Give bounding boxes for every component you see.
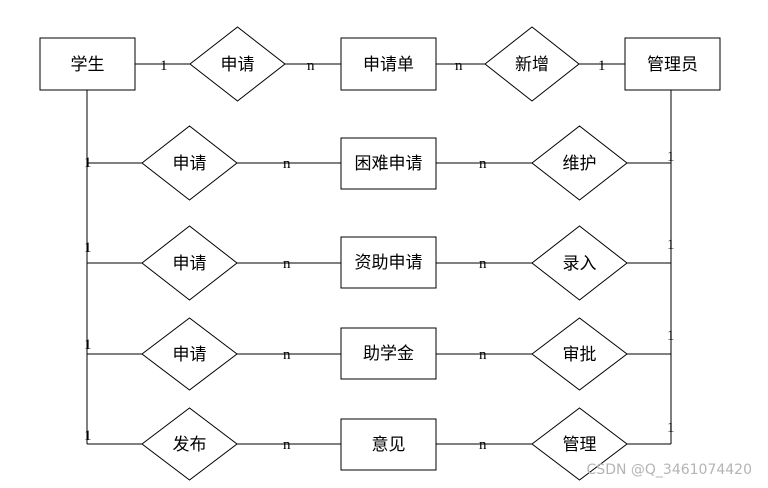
relationship-r7: 申请 (141, 317, 238, 391)
cardinality-label: 1 (84, 155, 92, 171)
cardinality-label: n (283, 256, 291, 272)
cardinality-label: 1 (667, 237, 675, 253)
cardinality-label: n (479, 256, 487, 272)
entity-application-form-label: 申请单 (363, 55, 414, 75)
cardinality-label: 1 (160, 58, 168, 74)
entity-application-form: 申请单 (340, 37, 437, 91)
relationship-r5-label: 申请 (173, 254, 207, 274)
cardinality-label: n (307, 58, 315, 74)
cardinality-label: 1 (84, 240, 92, 256)
entity-feedback-label: 意见 (372, 435, 406, 455)
cardinality-label: 1 (667, 149, 675, 165)
connector-lines (86, 63, 672, 445)
entity-administrator-label: 管理员 (647, 55, 698, 75)
cardinality-label: 1 (667, 420, 675, 436)
cardinality-label: n (479, 437, 487, 453)
relationship-r9: 发布 (141, 407, 238, 481)
relationship-r6: 录入 (531, 225, 628, 301)
cardinality-label: n (283, 156, 291, 172)
relationship-r3: 申请 (141, 125, 238, 201)
cardinality-label: 1 (84, 337, 92, 353)
cardinality-label: 1 (84, 428, 92, 444)
relationship-r10-label: 管理 (563, 435, 597, 455)
relationship-r10: 管理 (531, 407, 628, 481)
relationship-r8: 审批 (531, 317, 628, 391)
relationship-r4: 维护 (531, 125, 628, 201)
watermark: CSDN @Q_3461074420 (587, 462, 752, 478)
relationship-r2-label: 新增 (515, 55, 549, 75)
relationship-r8-label: 审批 (563, 345, 597, 365)
relationship-r9-label: 发布 (173, 435, 207, 455)
relationship-r7-label: 申请 (173, 345, 207, 365)
cardinality-label: n (455, 58, 463, 74)
relationship-r2: 新增 (484, 26, 580, 102)
relationship-r3-label: 申请 (173, 154, 207, 174)
relationship-r1-label: 申请 (221, 55, 255, 75)
cardinality-labels: 1 n n 1 1 n n 1 1 n n 1 1 n n 1 1 n n 1 (84, 58, 675, 453)
cardinality-label: n (479, 347, 487, 363)
entity-scholarship-label: 助学金 (363, 344, 414, 364)
relationship-r4-label: 维护 (563, 154, 597, 174)
cardinality-label: n (479, 156, 487, 172)
entity-administrator: 管理员 (624, 37, 721, 91)
entity-feedback: 意见 (340, 418, 437, 471)
cardinality-label: n (283, 437, 291, 453)
entity-aid-application: 资助申请 (340, 236, 437, 289)
entity-hardship-application: 困难申请 (340, 137, 437, 190)
cardinality-label: n (283, 347, 291, 363)
cardinality-label: 1 (598, 58, 606, 74)
entity-student-label: 学生 (71, 55, 105, 75)
entity-aid-application-label: 资助申请 (355, 253, 423, 273)
relationship-r1: 申请 (189, 26, 286, 102)
cardinality-label: 1 (667, 328, 675, 344)
entity-scholarship: 助学金 (340, 327, 437, 380)
relationship-r6-label: 录入 (563, 254, 597, 274)
entity-hardship-application-label: 困难申请 (355, 154, 423, 174)
entity-student: 学生 (39, 37, 136, 91)
relationship-r5: 申请 (141, 225, 238, 301)
